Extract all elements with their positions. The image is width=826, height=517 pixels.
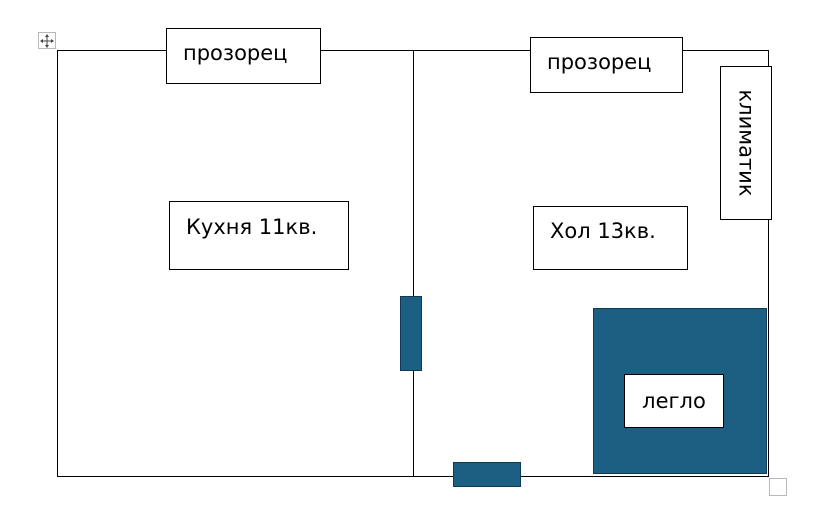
move-handle-icon[interactable] [38,32,56,49]
hall-label-text: Хол 13кв. [550,219,656,243]
resize-handle-icon[interactable] [769,478,787,496]
window-label-text: прозорец [547,50,652,74]
door-between-rooms[interactable] [400,296,422,371]
window-label-left[interactable]: прозорец [166,28,321,84]
window-label-right[interactable]: прозорец [530,37,683,93]
kitchen-label[interactable]: Кухня 11кв. [169,201,349,270]
bed-label[interactable]: легло [624,374,724,428]
air-conditioner-label[interactable]: климатик [720,66,772,220]
window-label-text: прозорец [183,41,288,65]
move-arrows-icon [40,33,54,48]
kitchen-label-text: Кухня 11кв. [186,215,318,239]
bed-label-text: легло [642,389,706,413]
air-conditioner-text: климатик [734,89,759,197]
hall-label[interactable]: Хол 13кв. [533,206,688,270]
room-divider-wall [413,50,414,477]
entrance-door[interactable] [453,462,521,487]
